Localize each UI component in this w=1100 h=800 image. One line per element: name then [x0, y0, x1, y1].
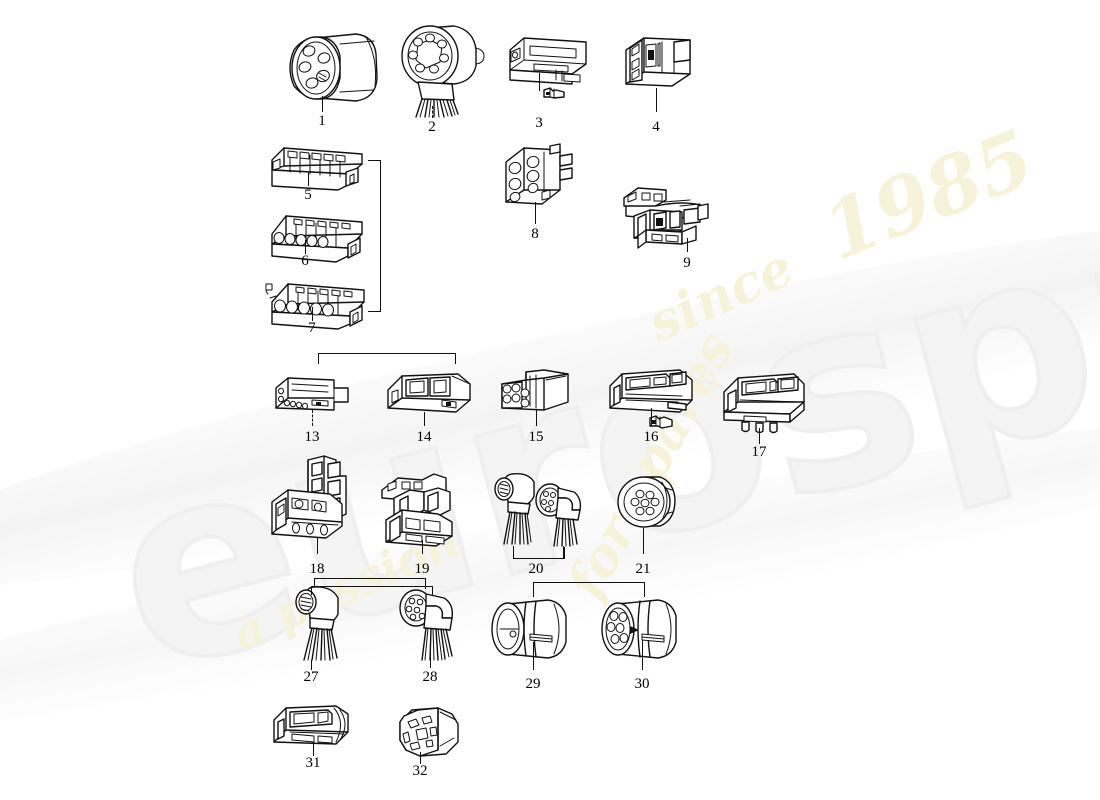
callout-14: 14: [416, 429, 432, 445]
part-8-drawing: [498, 140, 580, 216]
leader-15: [536, 410, 537, 426]
part-27-drawing: [286, 586, 360, 664]
callout-28: 28: [422, 669, 438, 685]
leader-28: [430, 642, 431, 668]
leader-20b: [563, 546, 564, 558]
callout-4: 4: [652, 119, 660, 135]
leader-2: [432, 106, 433, 118]
callout-8: 8: [531, 226, 539, 242]
callout-5: 5: [304, 187, 312, 203]
leader-16: [651, 408, 652, 426]
part-31-drawing: [270, 702, 356, 750]
callout-19: 19: [414, 561, 430, 577]
callout-18: 18: [309, 561, 325, 577]
part-30-drawing: [596, 596, 692, 664]
leader-3: [539, 73, 540, 91]
callout-21: 21: [635, 561, 651, 577]
bracket-20: [513, 547, 565, 559]
leader-21: [643, 528, 644, 554]
part-9-drawing: [620, 182, 730, 254]
leader-6: [305, 240, 306, 254]
callout-17: 17: [751, 444, 767, 460]
callout-16: 16: [643, 429, 659, 445]
callout-15: 15: [528, 429, 544, 445]
callout-29: 29: [525, 676, 541, 692]
callout-13: 13: [304, 429, 320, 445]
part-16-drawing: [604, 362, 700, 432]
leader-31: [313, 744, 314, 756]
callout-27: 27: [303, 669, 319, 685]
leader-30: [642, 640, 643, 670]
leader-19: [422, 540, 423, 554]
part-32-drawing: [382, 706, 466, 760]
part-17-drawing: [714, 368, 810, 436]
part-18-drawing: [268, 452, 368, 548]
part-20-drawing: [488, 472, 598, 554]
bracket-18-19: [314, 578, 426, 589]
leader-29: [533, 642, 534, 670]
callout-2: 2: [428, 119, 436, 135]
leader-14: [424, 412, 425, 426]
callout-32: 32: [412, 763, 428, 779]
bracket-29-30: [533, 582, 645, 597]
part-6-drawing: [262, 208, 370, 263]
callout-7: 7: [308, 320, 316, 336]
leader-17: [759, 428, 760, 444]
leader-4: [656, 88, 657, 112]
leader-9: [687, 238, 688, 252]
leader-8: [535, 202, 536, 224]
part-29-drawing: [486, 596, 582, 664]
leader-18: [317, 538, 318, 554]
callout-31: 31: [305, 755, 321, 771]
part-3-drawing: [498, 28, 594, 103]
part-7-drawing: [262, 274, 372, 330]
part-14-drawing: [384, 366, 476, 418]
callout-9: 9: [683, 255, 691, 271]
part-5-drawing: [266, 142, 370, 192]
part-4-drawing: [612, 30, 702, 100]
bracket-27-28: [311, 586, 433, 595]
part-13-drawing: [272, 372, 356, 418]
callout-30: 30: [634, 676, 650, 692]
leader-32: [420, 752, 421, 764]
leader-7: [312, 307, 313, 321]
leader-13: [312, 410, 313, 426]
part-28-drawing: [392, 586, 476, 664]
part-21-drawing: [612, 474, 684, 536]
part-2-drawing: [392, 22, 492, 117]
part-19-drawing: [376, 466, 472, 550]
callout-6: 6: [301, 253, 309, 269]
callout-1: 1: [318, 113, 326, 129]
leader-1: [322, 96, 323, 112]
leader-27: [311, 660, 312, 670]
bracket-13-14: [318, 353, 456, 364]
leader-5: [308, 172, 309, 186]
callout-3: 3: [535, 115, 543, 131]
bracket-5-6-7: [368, 160, 381, 312]
part-15-drawing: [498, 366, 582, 420]
callout-20: 20: [528, 561, 544, 577]
part-1-drawing: [278, 28, 388, 108]
